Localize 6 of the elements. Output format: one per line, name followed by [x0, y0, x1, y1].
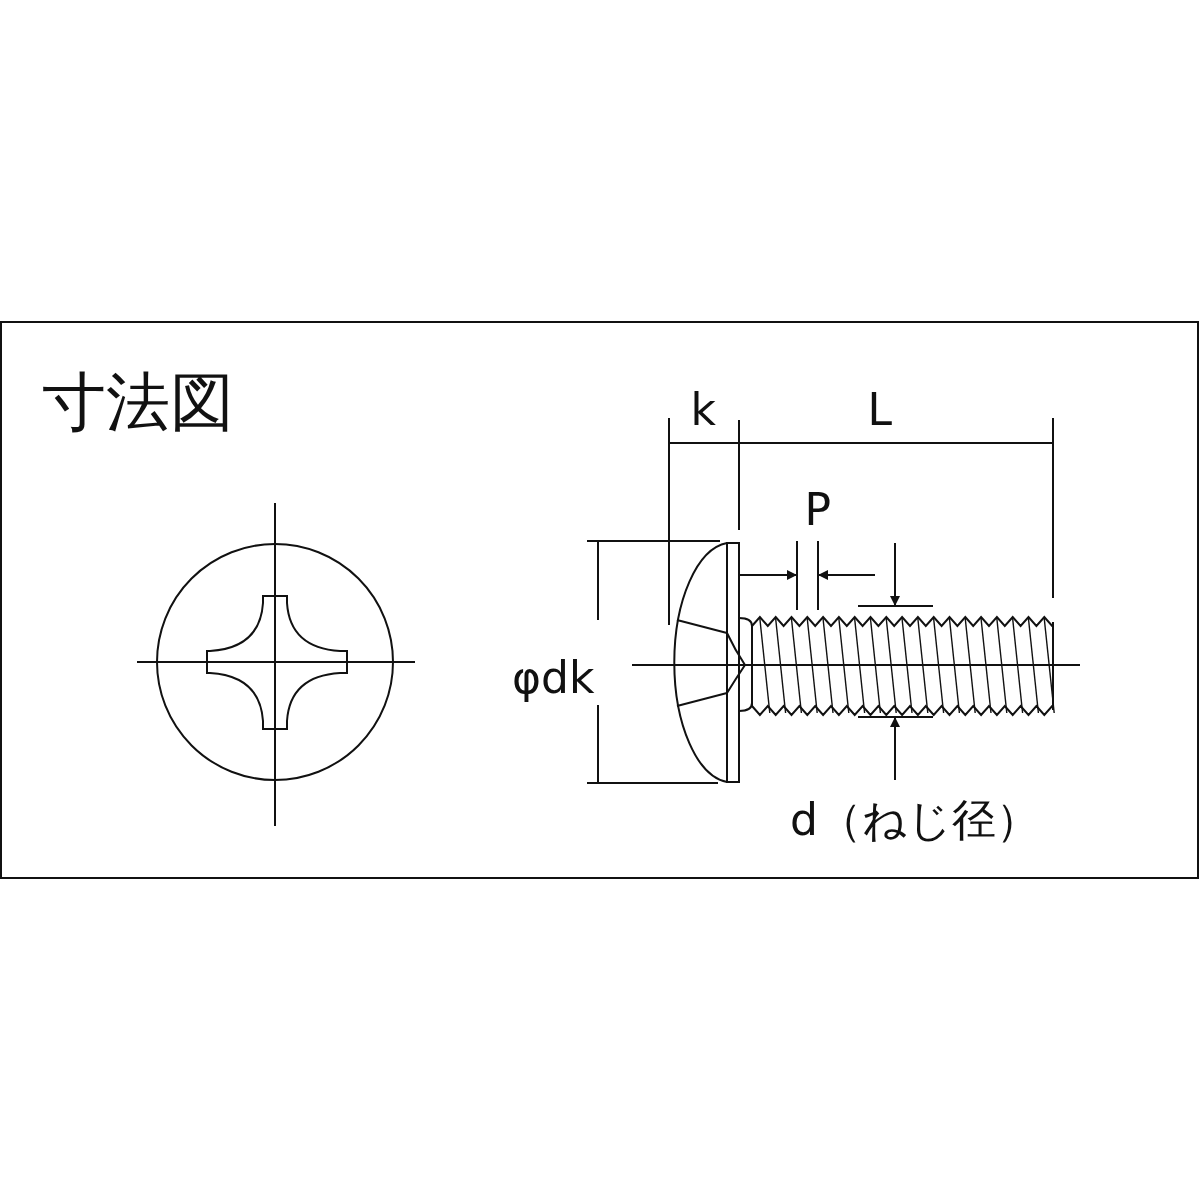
dimension-label: d（ねじ径）: [790, 798, 1040, 842]
dimension-label: k: [690, 388, 716, 432]
dimension-label: P: [804, 488, 832, 532]
title: 寸法図: [42, 370, 234, 434]
dimension-label: φdk: [512, 656, 595, 700]
dimension-label: L: [867, 388, 892, 432]
